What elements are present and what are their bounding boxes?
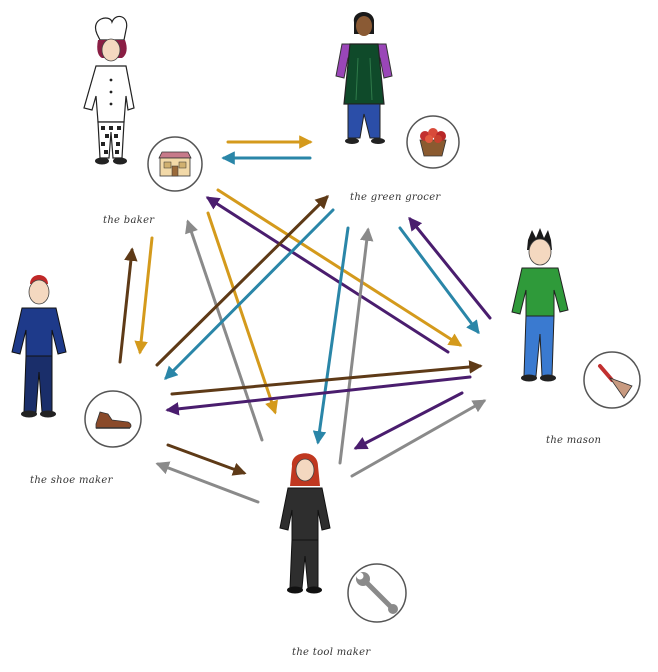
- arrow-toolmaker-to-grocer: [338, 227, 374, 465]
- trowel-icon: [598, 364, 633, 399]
- arrow-toolmaker-to-baker: [185, 219, 264, 442]
- arrows: [118, 135, 492, 504]
- arrow-toolmaker-to-shoemaker: [155, 461, 260, 504]
- arrow-shoemaker-to-baker: [118, 247, 138, 364]
- arrow-grocer-to-toolmaker: [312, 226, 350, 445]
- arrow-mason-to-toolmaker: [353, 391, 464, 450]
- green-grocer-label: the green grocer: [350, 192, 441, 203]
- tool-maker-tool-badge: [347, 563, 407, 623]
- arrow-shoemaker-to-grocer: [155, 195, 329, 367]
- shoe-maker-label: the shoe maker: [30, 475, 113, 486]
- shoe-icon: [95, 411, 132, 429]
- mason-tool-badge: [583, 351, 641, 409]
- baker-figure: [83, 15, 135, 165]
- green-grocer-tool-badge: [406, 115, 460, 169]
- arrow-shoemaker-to-toolmaker: [166, 443, 247, 476]
- arrow-toolmaker-to-mason: [350, 399, 487, 478]
- mason-figure: [511, 228, 569, 382]
- arrow-grocer-to-shoemaker: [164, 208, 335, 380]
- baker-label: the baker: [103, 215, 155, 226]
- arrow-baker-to-shoemaker: [134, 236, 154, 355]
- bread-shop-icon: [158, 151, 192, 177]
- arrow-baker-to-toolmaker: [206, 211, 278, 415]
- shoe-maker-tool-badge: [84, 390, 142, 448]
- fruit-basket-icon: [419, 128, 447, 157]
- tool-maker-label: the tool maker: [292, 647, 371, 658]
- arrow-shoemaker-to-mason: [170, 360, 483, 396]
- arrow-baker-to-mason: [216, 188, 463, 347]
- arrow-mason-to-shoemaker: [165, 375, 472, 416]
- baker-tool-badge: [147, 136, 203, 192]
- arrow-grocer-to-mason: [398, 226, 480, 335]
- shoe-maker-figure: [11, 275, 67, 418]
- tool-maker-figure: [279, 453, 331, 594]
- arrow-mason-to-grocer: [408, 216, 492, 320]
- arrow-mason-to-baker: [205, 196, 450, 354]
- green-grocer-figure: [335, 11, 393, 144]
- mason-label: the mason: [546, 435, 602, 446]
- wrench-icon: [356, 572, 398, 614]
